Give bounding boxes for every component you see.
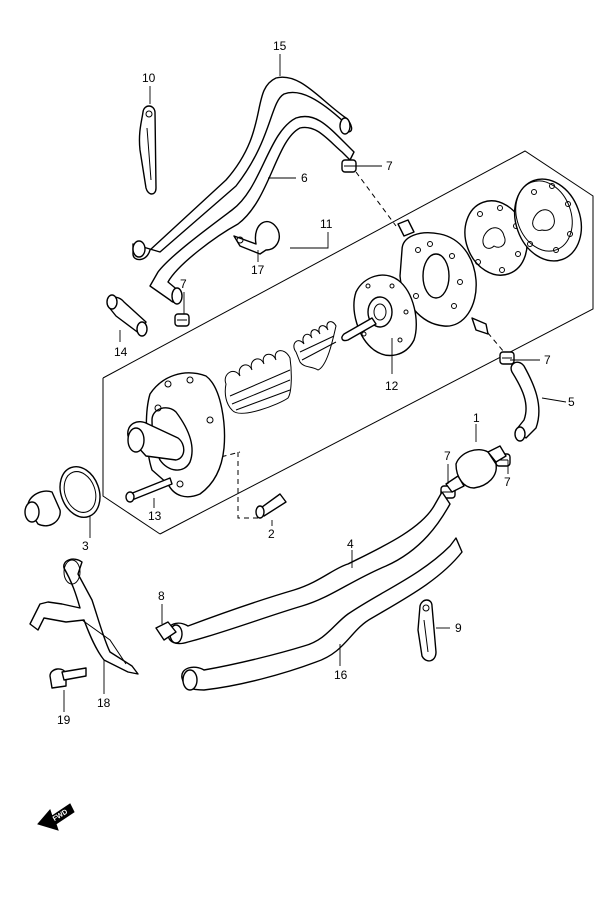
callout-7-filter-right: 7	[504, 475, 511, 489]
strap-part-10	[138, 105, 157, 195]
callout-19: 19	[57, 713, 71, 727]
hose-part-4	[167, 491, 451, 645]
bolt-part-19	[49, 667, 87, 689]
hose-part-15	[132, 76, 353, 261]
leader-lines	[63, 54, 567, 712]
bolt-part-2	[255, 493, 287, 519]
callout-1: 1	[473, 411, 480, 425]
gasket-plate	[464, 200, 528, 276]
callout-9: 9	[455, 621, 462, 635]
hose-part-5	[510, 361, 540, 442]
hose-part-6	[149, 115, 355, 305]
callout-4: 4	[347, 537, 354, 551]
callout-12: 12	[385, 379, 399, 393]
o-ring-part-3	[59, 466, 101, 518]
clip-part-7-b	[174, 313, 190, 327]
callout-17: 17	[251, 263, 265, 277]
callout-10: 10	[142, 71, 156, 85]
callout-7-left: 7	[180, 277, 187, 291]
filter-part-1	[445, 445, 507, 493]
callout-18: 18	[97, 696, 111, 710]
small-spring	[293, 321, 337, 371]
callout-11: 11	[320, 217, 333, 231]
callout-6: 6	[301, 171, 308, 185]
filter-part-3	[24, 490, 61, 527]
hose-part-16	[181, 537, 463, 691]
strap-part-9	[417, 599, 437, 662]
valve-plate	[513, 178, 583, 262]
large-spring	[224, 350, 292, 414]
clip-part-7-c	[499, 351, 515, 365]
callout-15: 15	[273, 39, 287, 53]
hose-part-14	[106, 294, 148, 337]
callout-3: 3	[82, 539, 89, 553]
callout-8: 8	[158, 589, 165, 603]
clamp-part-17	[233, 220, 280, 255]
callout-16: 16	[334, 668, 348, 682]
bracket-part-18	[29, 558, 139, 675]
fwd-arrow-icon: FWD	[37, 803, 75, 831]
pump-cover-plate	[397, 219, 489, 335]
clip-part-8	[155, 621, 177, 641]
pump-base-housing	[127, 372, 226, 498]
callout-7-top: 7	[386, 159, 393, 173]
diaphragm-part-12	[341, 274, 417, 357]
callout-2: 2	[268, 527, 275, 541]
callout-14: 14	[114, 345, 128, 359]
callout-13: 13	[148, 509, 162, 523]
clip-part-7-a	[341, 159, 357, 173]
fuel-pump-assembly-outline	[102, 150, 594, 535]
callout-labels: 1 2 3 4 5 6 7 7 7 7 7 8 9 10 11 12 13 14…	[57, 39, 575, 727]
screw-part-13	[125, 477, 173, 503]
callout-7-filter-left: 7	[444, 449, 451, 463]
callout-5: 5	[568, 395, 575, 409]
callout-7-right: 7	[544, 353, 551, 367]
